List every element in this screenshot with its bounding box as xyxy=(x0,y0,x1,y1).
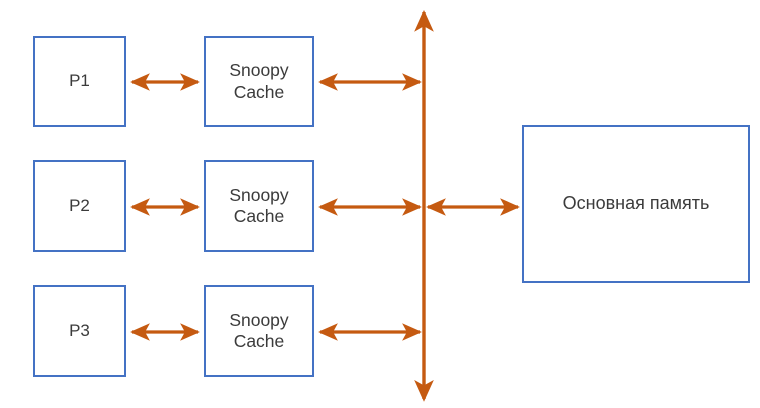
processor-node-p3[interactable]: P3 xyxy=(33,285,126,377)
snoopy-cache-node-2[interactable]: Snoopy Cache xyxy=(204,160,314,252)
snoopy-cache-label-1: Snoopy Cache xyxy=(229,60,289,102)
processor-node-p2[interactable]: P2 xyxy=(33,160,126,252)
processor-label-p1: P1 xyxy=(69,71,90,91)
main-memory-node[interactable]: Основная память xyxy=(522,125,750,283)
main-memory-label: Основная память xyxy=(562,193,710,214)
processor-node-p1[interactable]: P1 xyxy=(33,36,126,127)
processor-label-p3: P3 xyxy=(69,320,90,340)
snoopy-cache-label-2: Snoopy Cache xyxy=(229,184,289,226)
snoopy-cache-label-3: Snoopy Cache xyxy=(229,309,289,351)
processor-label-p2: P2 xyxy=(69,195,90,215)
snoopy-cache-node-3[interactable]: Snoopy Cache xyxy=(204,285,314,377)
snoopy-cache-node-1[interactable]: Snoopy Cache xyxy=(204,36,314,127)
